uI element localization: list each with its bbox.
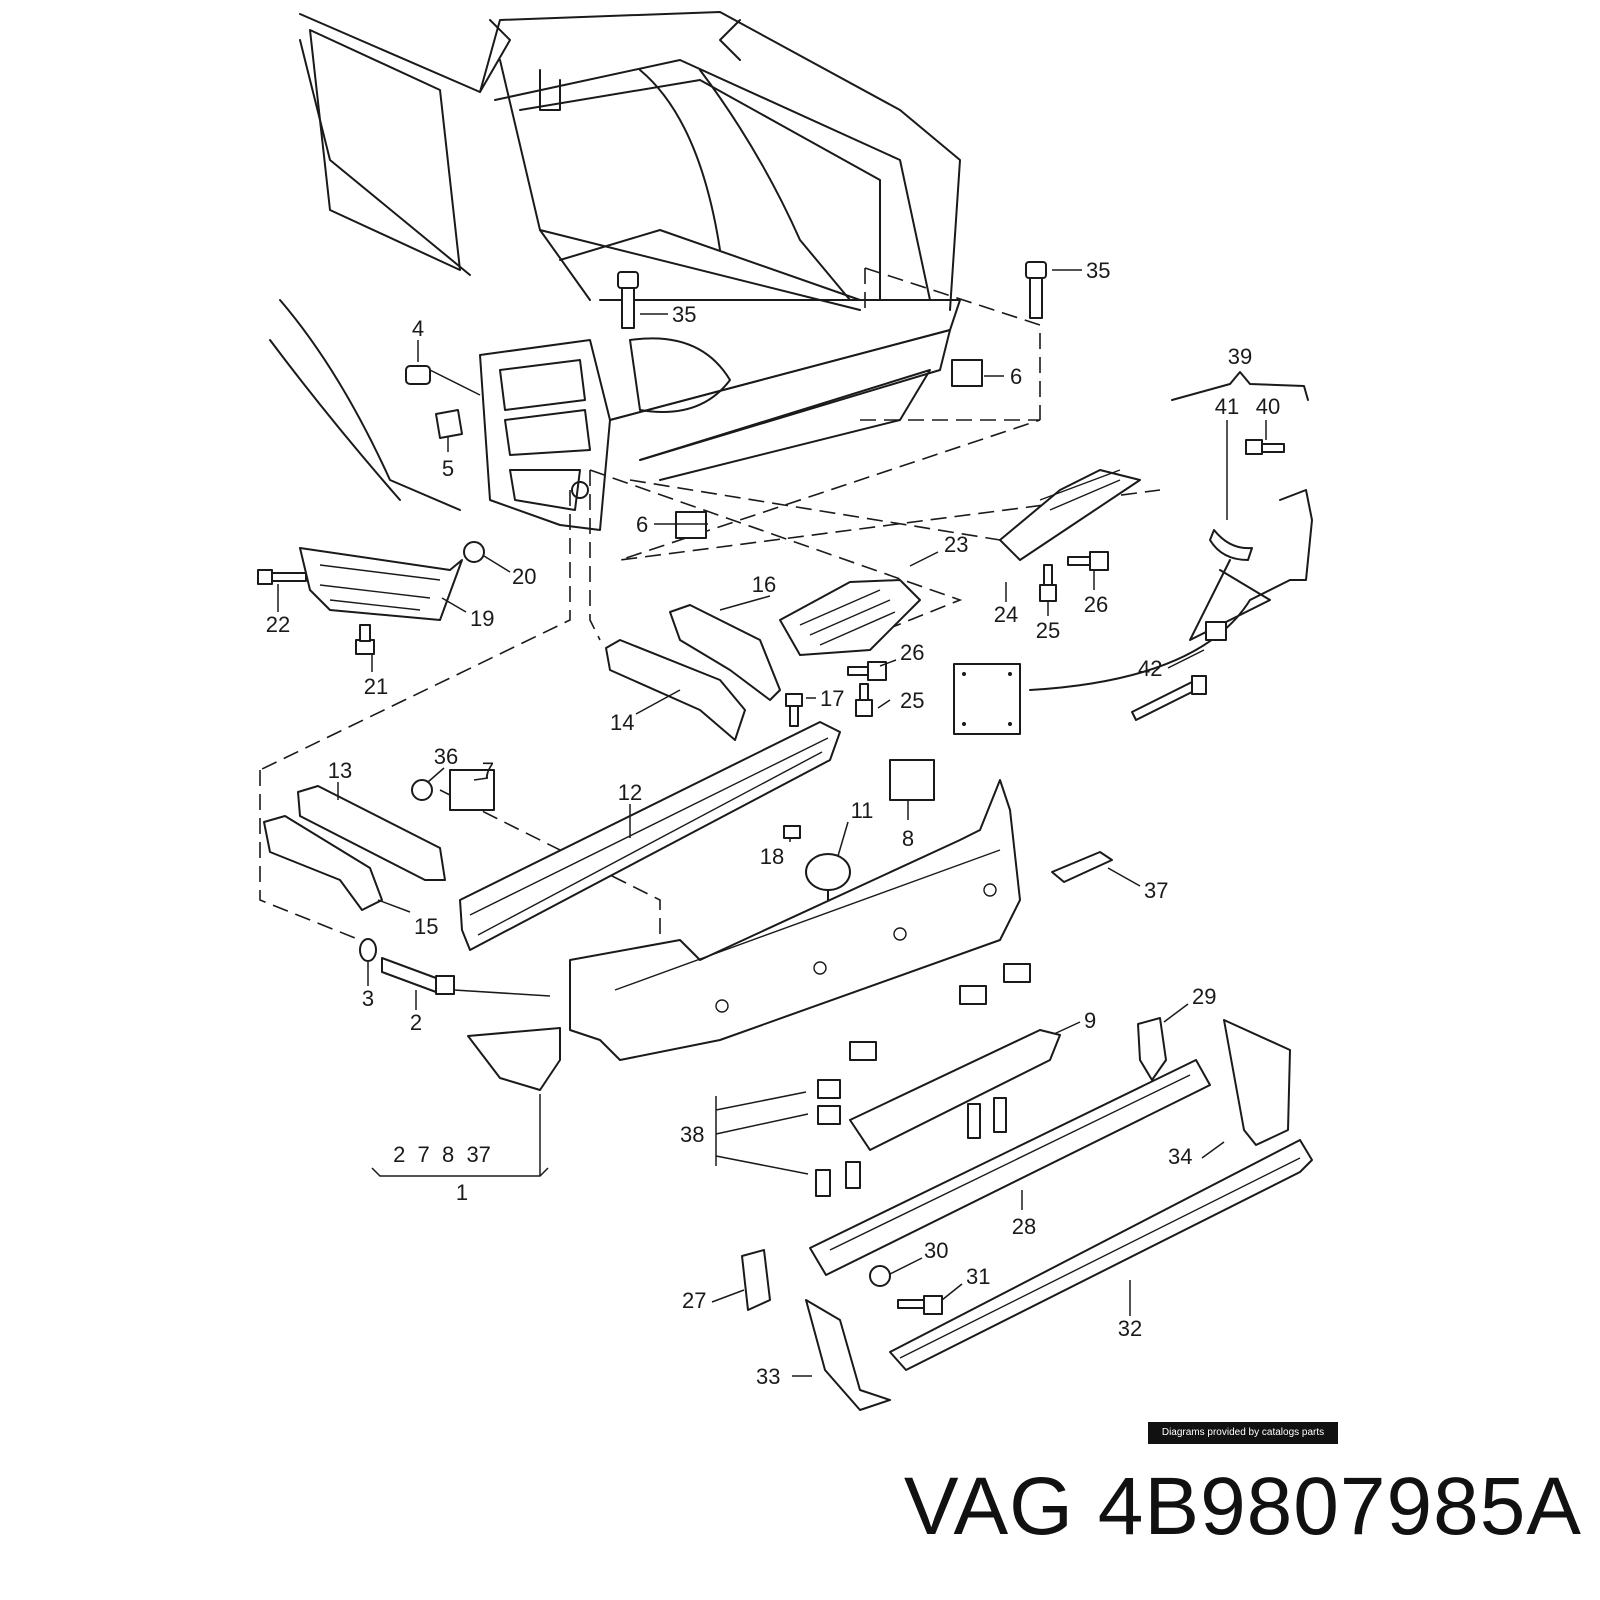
callout-37: 37 bbox=[1144, 878, 1168, 903]
callout-25: 25 bbox=[900, 688, 924, 713]
bracket-15 bbox=[263, 815, 383, 911]
bracket-19 bbox=[299, 547, 463, 621]
clip-6-lower bbox=[675, 511, 707, 539]
callout-8: 8 bbox=[902, 826, 914, 851]
callout-5: 5 bbox=[442, 456, 454, 481]
callout-38: 38 bbox=[680, 1122, 704, 1147]
bracket-9 bbox=[849, 1029, 1061, 1151]
fastener-set-38 bbox=[815, 963, 1031, 1197]
part-number-title: VAG 4B9807985A bbox=[904, 1460, 1582, 1554]
trim-strip-32 bbox=[889, 1139, 1313, 1371]
callout-labels: 4 5 35 35 6 6 39 41 40 20 22 19 21 23 24… bbox=[266, 258, 1280, 1389]
callout-6: 6 bbox=[636, 512, 648, 537]
assembly-39 bbox=[953, 371, 1313, 735]
callout-34: 34 bbox=[1168, 1144, 1192, 1169]
screw-21 bbox=[355, 624, 375, 655]
callout-25: 25 bbox=[1036, 618, 1060, 643]
callout-41: 41 bbox=[1215, 394, 1239, 419]
bracket-16 bbox=[669, 604, 781, 701]
bracket-27 bbox=[741, 1249, 771, 1311]
callout-27: 27 bbox=[682, 1288, 706, 1313]
callout-3: 3 bbox=[362, 986, 374, 1011]
clip-6-upper bbox=[951, 359, 983, 387]
callout-2: 2 bbox=[410, 1010, 422, 1035]
callout-32: 32 bbox=[1118, 1316, 1142, 1341]
diagram-credit-label: Diagrams provided by catalogs parts bbox=[1148, 1422, 1338, 1444]
callout-18: 18 bbox=[760, 844, 784, 869]
bracket-29 bbox=[1137, 1017, 1167, 1081]
nut-18 bbox=[783, 825, 801, 839]
callout-33: 33 bbox=[756, 1364, 780, 1389]
callout-1: 1 bbox=[456, 1180, 468, 1205]
callout-13: 13 bbox=[328, 758, 352, 783]
bumper-cover-1 bbox=[467, 779, 1021, 1091]
screw-22 bbox=[257, 569, 307, 585]
absorber-13 bbox=[297, 785, 446, 881]
bolt-17 bbox=[785, 693, 803, 727]
guide-8 bbox=[889, 759, 935, 801]
bracket-33 bbox=[805, 1299, 891, 1411]
callout-28: 28 bbox=[1012, 1214, 1036, 1239]
callout-39: 39 bbox=[1228, 344, 1252, 369]
callout-40: 40 bbox=[1256, 394, 1280, 419]
callout-26: 26 bbox=[900, 640, 924, 665]
callout-1-components: 2 7 8 37 bbox=[393, 1142, 491, 1167]
callout-11: 11 bbox=[851, 798, 874, 823]
callout-22: 22 bbox=[266, 612, 290, 637]
callout-30: 30 bbox=[924, 1238, 948, 1263]
bracket-24 bbox=[999, 469, 1141, 561]
guide-rail-28 bbox=[809, 1059, 1211, 1276]
bolt-2 bbox=[381, 957, 455, 995]
spare-wheel-well bbox=[629, 337, 731, 413]
callout-6: 6 bbox=[1010, 364, 1022, 389]
guide-7 bbox=[449, 769, 495, 811]
screw-31 bbox=[897, 1295, 943, 1315]
bolt-35-left bbox=[617, 271, 639, 329]
callout-35: 35 bbox=[1086, 258, 1110, 283]
callout-36: 36 bbox=[434, 744, 458, 769]
callout-21: 21 bbox=[364, 674, 388, 699]
callout-26: 26 bbox=[1084, 592, 1108, 617]
car-body-outline bbox=[269, 11, 961, 511]
absorber-14 bbox=[605, 639, 746, 741]
callout-15: 15 bbox=[414, 914, 438, 939]
screw-26-lower bbox=[847, 661, 887, 681]
callout-42: 42 bbox=[1138, 656, 1162, 681]
callout-14: 14 bbox=[610, 710, 634, 735]
part-number: 4B9807985A bbox=[1097, 1461, 1582, 1552]
nut-20 bbox=[463, 541, 485, 563]
brand-name: VAG bbox=[903, 1461, 1074, 1552]
callout-29: 29 bbox=[1192, 984, 1216, 1009]
callout-7: 7 bbox=[482, 758, 494, 783]
callout-35: 35 bbox=[672, 302, 696, 327]
washer-3 bbox=[359, 938, 377, 962]
callout-4: 4 bbox=[412, 316, 424, 341]
nut-5 bbox=[435, 409, 463, 439]
callout-12: 12 bbox=[618, 780, 642, 805]
callout-20: 20 bbox=[512, 564, 536, 589]
callout-17: 17 bbox=[820, 686, 844, 711]
callout-24: 24 bbox=[994, 602, 1018, 627]
tail-light-housing bbox=[479, 339, 611, 531]
clip-36 bbox=[411, 779, 433, 801]
nut-4 bbox=[405, 365, 431, 385]
callout-19: 19 bbox=[470, 606, 494, 631]
callout-31: 31 bbox=[966, 1264, 990, 1289]
screw-25-upper bbox=[1039, 564, 1057, 602]
screw-25-lower bbox=[855, 683, 873, 717]
callout-leader-lines bbox=[277, 269, 1267, 1377]
bolt-35-right bbox=[1025, 261, 1047, 319]
bracket-34 bbox=[1223, 1019, 1291, 1146]
bracket-23 bbox=[779, 579, 921, 656]
callout-9: 9 bbox=[1084, 1008, 1096, 1033]
clip-37 bbox=[1051, 851, 1113, 883]
clip-30 bbox=[869, 1265, 891, 1287]
bumper-reinforcement-12 bbox=[459, 721, 841, 951]
screw-26-upper bbox=[1067, 551, 1109, 571]
callout-23: 23 bbox=[944, 532, 968, 557]
callout-16: 16 bbox=[752, 572, 776, 597]
